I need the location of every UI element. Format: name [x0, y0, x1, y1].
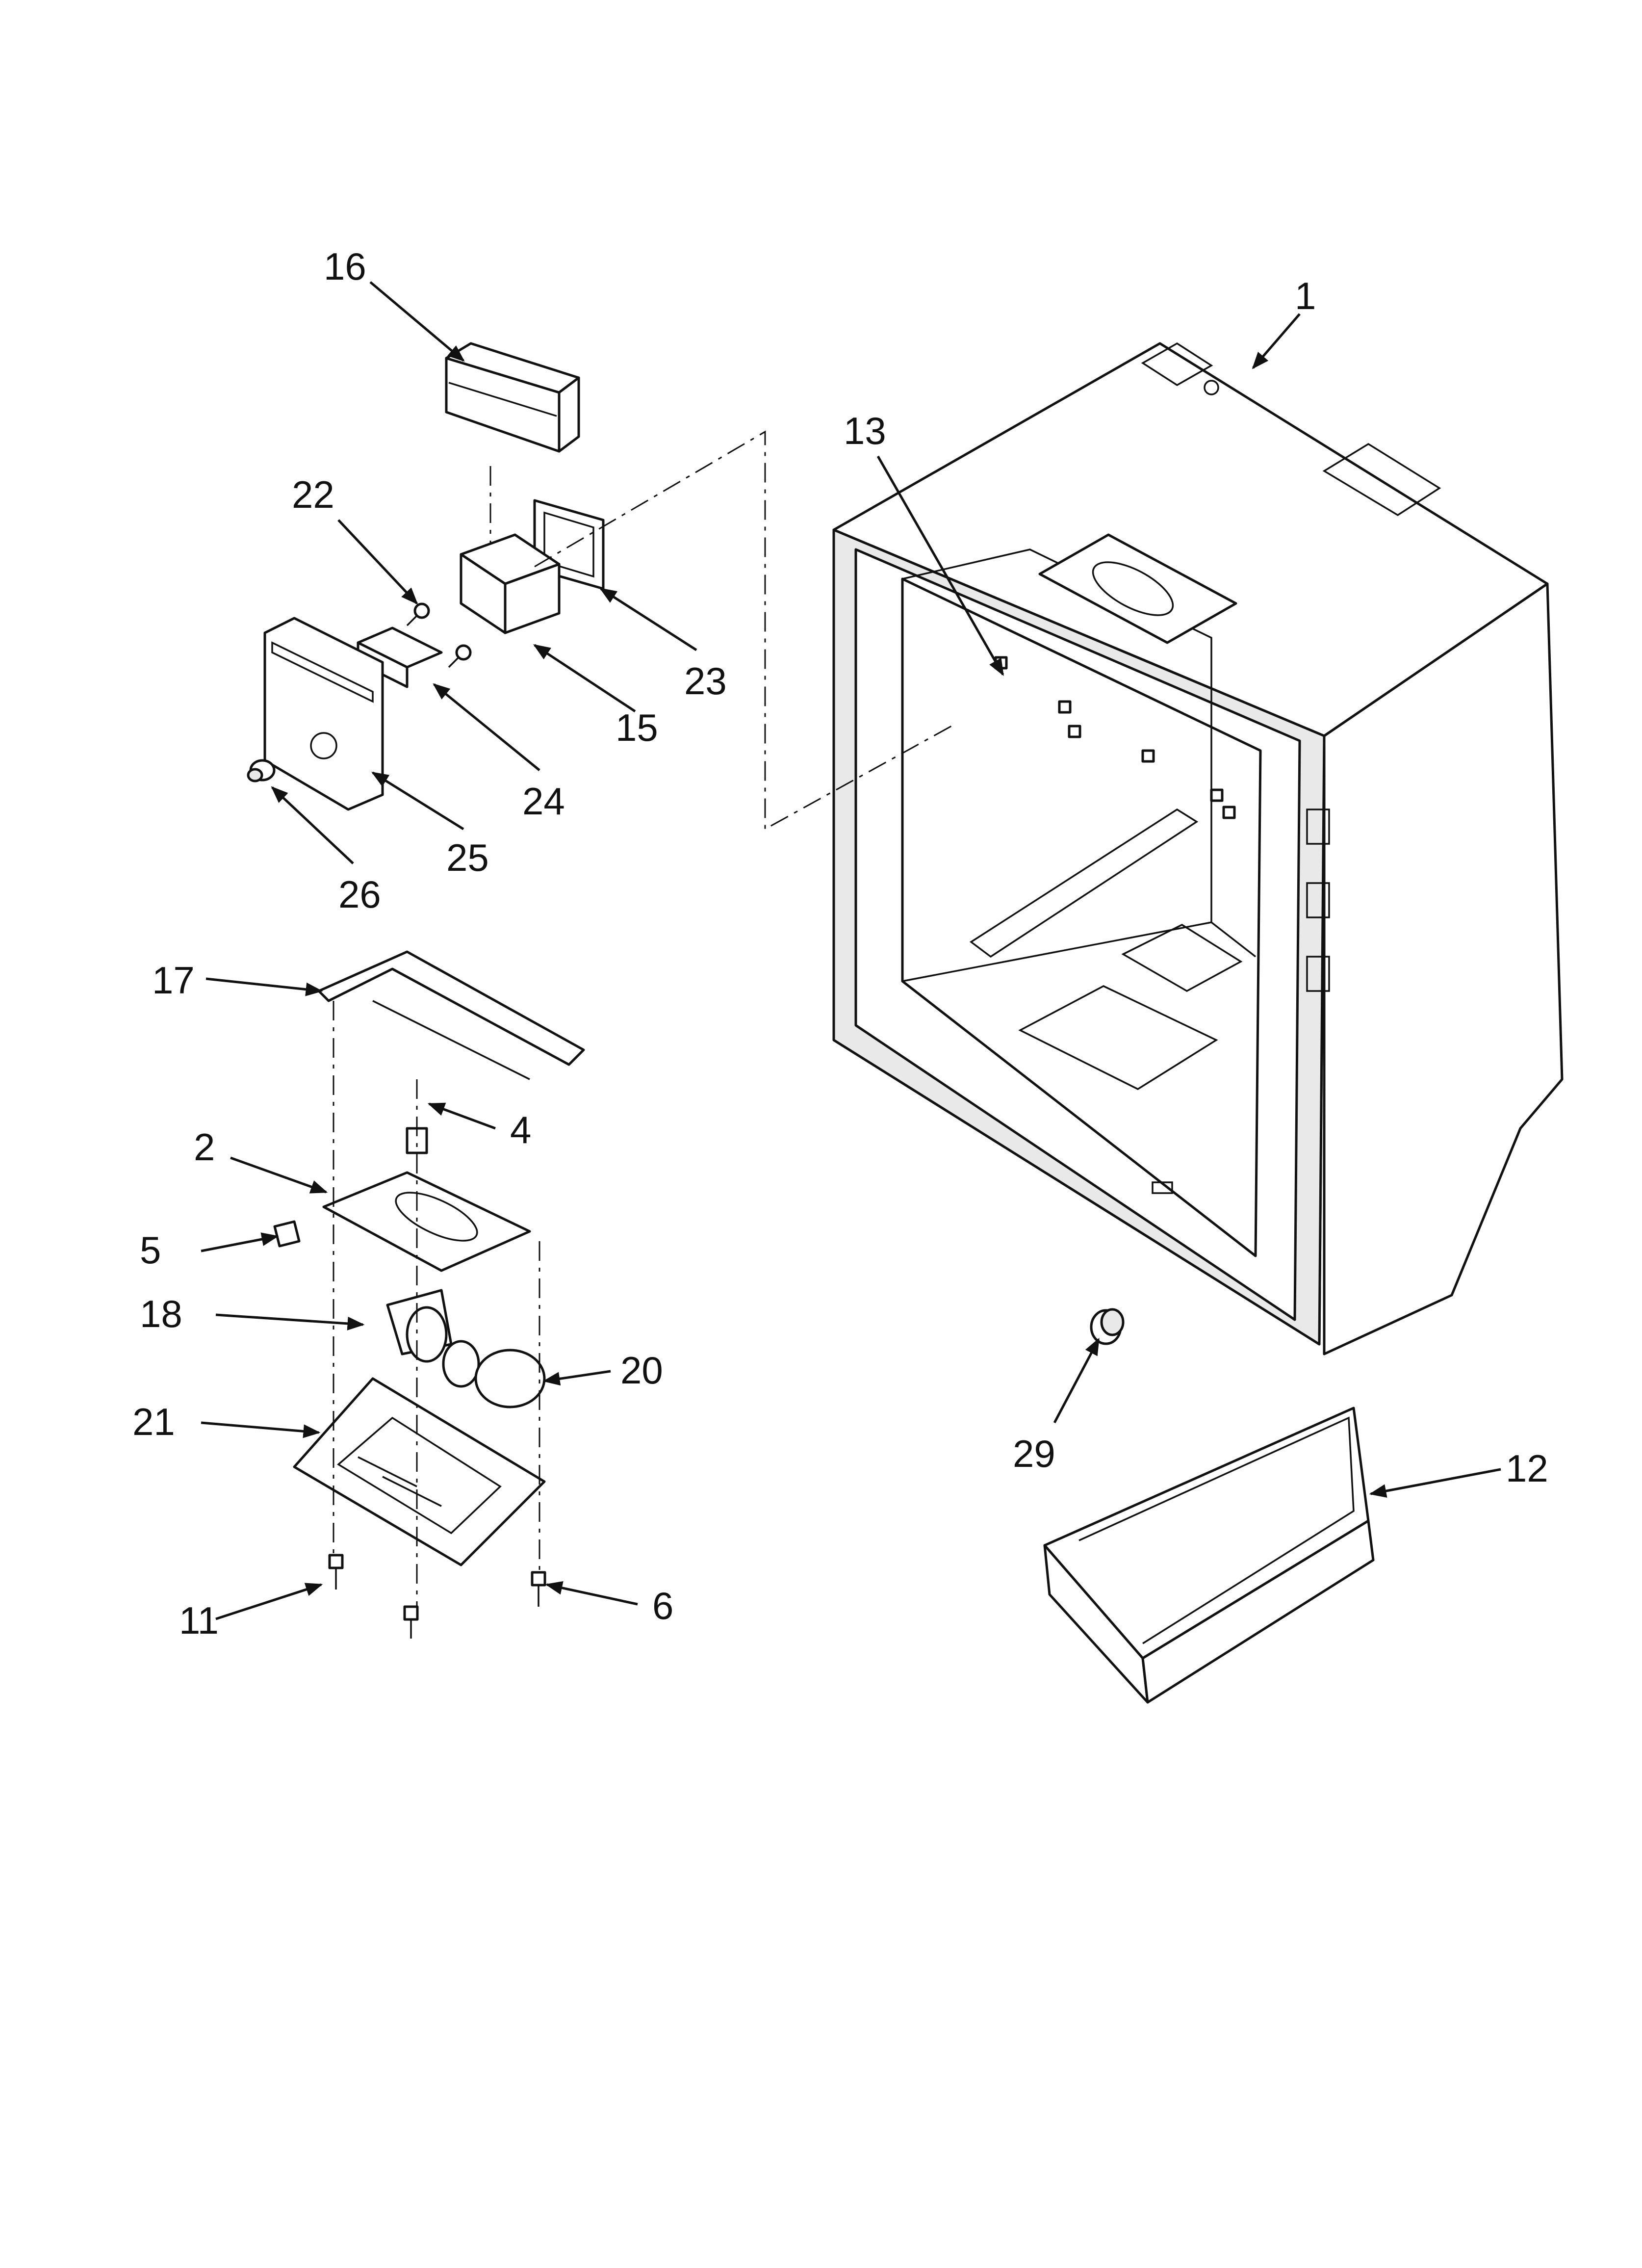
callout-2: 2 — [194, 1125, 215, 1169]
part-1-liner — [832, 342, 1564, 1356]
callout-20: 20 — [620, 1349, 663, 1392]
leader-lines — [201, 281, 1501, 1620]
screw-11-icon — [328, 1554, 344, 1590]
control-assembly — [247, 342, 605, 811]
callout-15: 15 — [616, 706, 658, 749]
callout-16: 16 — [324, 245, 366, 288]
screw-center-icon — [403, 1605, 419, 1639]
callout-22: 22 — [292, 473, 334, 516]
screw-15-icon — [448, 644, 472, 668]
callout-1: 1 — [1295, 274, 1316, 317]
knob-26-icon — [247, 759, 276, 782]
callout-13: 13 — [844, 409, 886, 452]
callout-29: 29 — [1013, 1432, 1055, 1475]
callout-12: 12 — [1506, 1447, 1548, 1490]
assembly-lines — [333, 430, 952, 1607]
callout-4: 4 — [510, 1108, 531, 1151]
callout-21: 21 — [132, 1400, 175, 1443]
screw-6-icon — [531, 1571, 546, 1607]
callout-5: 5 — [140, 1228, 161, 1272]
screw-22-icon — [406, 602, 430, 626]
callout-24: 24 — [522, 780, 565, 823]
part-12-bin — [1043, 1407, 1375, 1704]
callout-11: 11 — [179, 1599, 219, 1642]
part-29-button — [1090, 1308, 1125, 1345]
callout-25: 25 — [446, 836, 489, 879]
callout-26: 26 — [338, 873, 381, 916]
callout-18: 18 — [140, 1292, 182, 1335]
light-assembly — [273, 950, 585, 1639]
callout-labels: 1 2 4 5 6 11 12 13 15 16 17 18 20 21 22 … — [132, 245, 1548, 1642]
callout-23: 23 — [684, 659, 727, 703]
callout-6: 6 — [652, 1584, 673, 1627]
callout-17: 17 — [152, 959, 195, 1002]
